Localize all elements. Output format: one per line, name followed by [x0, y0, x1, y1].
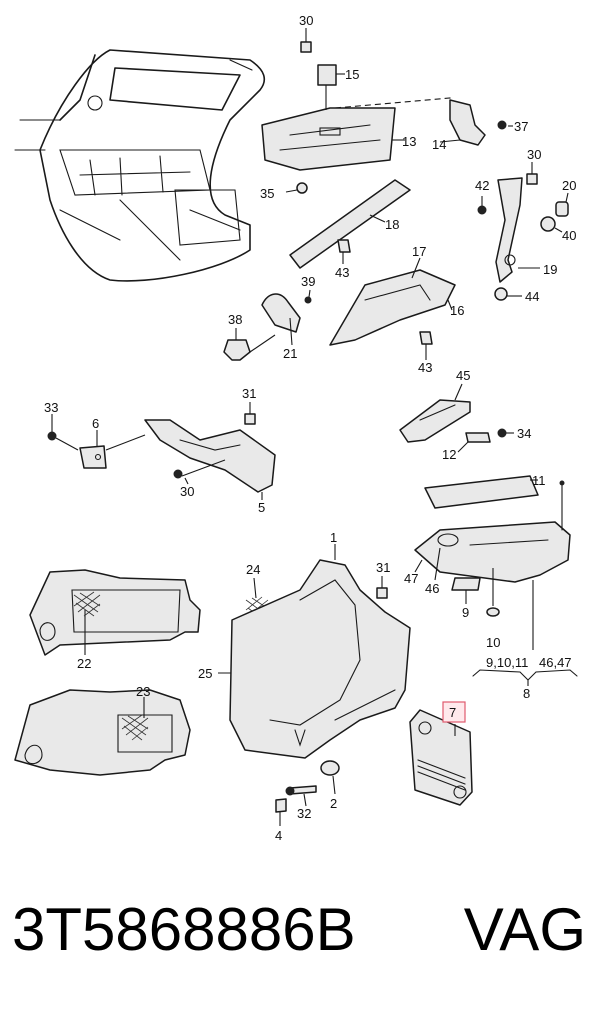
callout-11: 11: [532, 473, 546, 488]
callout-32: 32: [297, 806, 311, 821]
callout-20: 20: [562, 178, 576, 193]
callout-39: 39: [301, 274, 315, 289]
callout-40: 40: [562, 228, 576, 243]
callout-42: 42: [475, 178, 489, 193]
part-35-clip: [285, 182, 308, 194]
callout-13: 13: [402, 134, 416, 149]
part-40-socket: [540, 216, 563, 233]
callout-44: 44: [525, 289, 539, 304]
callout-6: 6: [92, 416, 99, 431]
callout-group-8-right: 46,47: [539, 655, 572, 670]
part-37-screw: [497, 120, 513, 130]
part-5-side-trim: [144, 419, 276, 500]
callout-8: 8: [523, 686, 530, 701]
callout-37: 37: [514, 119, 528, 134]
mesh-23: [121, 714, 149, 741]
part-32-screw: [285, 785, 317, 807]
part-12-clip: [457, 432, 491, 453]
part-18-trim-strip: [289, 179, 411, 269]
part-4-cap: [275, 798, 287, 826]
part-13-lid-trim: [261, 107, 405, 171]
part-11-cargo-cover: [424, 475, 539, 509]
group-8-brace: [472, 669, 578, 681]
callout-21: 21: [283, 346, 297, 361]
part-31-clip-a: [244, 402, 256, 425]
part-21-bracket: [261, 293, 301, 346]
callout-15: 15: [345, 67, 359, 82]
callout-47: 47: [404, 571, 418, 586]
part-10-cap: [486, 568, 500, 617]
brand-label: VAG: [463, 896, 586, 963]
callout-17: 17: [412, 244, 426, 259]
part-31-clip-b: [376, 576, 388, 599]
exploded-parts-diagram: 30 15 37 13 14 30 35 42 20 18 40 17 43 1…: [14, 13, 578, 843]
callout-31-a: 31: [242, 386, 256, 401]
callout-30-mid: 30: [180, 484, 194, 499]
part-2-clip: [320, 760, 340, 795]
part-22-side-panel: [29, 569, 201, 656]
part-34-screw: [497, 428, 514, 438]
part-20-bulb: [555, 192, 569, 217]
part-33-screw: [47, 414, 79, 451]
part-23-side-panel: [14, 689, 191, 776]
callout-group-8-left: 9,10,11: [486, 655, 528, 670]
part-45-bracket: [399, 383, 471, 443]
part-15-clip: [300, 28, 345, 110]
callout-9: 9: [462, 605, 469, 620]
callout-4: 4: [275, 828, 282, 843]
callout-33: 33: [44, 400, 58, 415]
callout-43-b: 43: [418, 360, 432, 375]
callout-43-a: 43: [335, 265, 349, 280]
callout-46: 46: [425, 581, 439, 596]
part-42-screw: [477, 196, 487, 215]
callout-5: 5: [258, 500, 265, 515]
part-7-cover: [409, 709, 473, 806]
callout-19: 19: [543, 262, 557, 277]
callout-labels: 30 15 37 13 14 30 35 42 20 18 40 17 43 1…: [44, 13, 576, 843]
callout-7: 7: [449, 705, 456, 720]
part-30-screw-mid: [173, 459, 226, 485]
callout-12: 12: [442, 447, 456, 462]
part-38-clip: [223, 328, 276, 361]
part-39-clip: [304, 289, 312, 304]
callout-30-right: 30: [527, 147, 541, 162]
callout-16: 16: [450, 303, 464, 318]
part-1-main-trim: [229, 544, 411, 759]
car-rear-body: [14, 49, 266, 282]
part-43-clip-b: [419, 331, 433, 360]
part-9-mesh: [451, 577, 481, 604]
part-6-bracket: [79, 430, 146, 469]
mesh-22: [73, 591, 101, 617]
callout-35: 35: [260, 186, 274, 201]
callout-2: 2: [330, 796, 337, 811]
callout-18: 18: [385, 217, 399, 232]
callout-10: 10: [486, 635, 500, 650]
callout-7-highlight: [442, 701, 466, 723]
part-19-bracket: [495, 177, 540, 283]
callout-34: 34: [517, 426, 531, 441]
callout-25: 25: [198, 666, 212, 681]
part-number: 3T5868886B: [12, 896, 356, 963]
callout-1: 1: [330, 530, 337, 545]
part-44-cap: [494, 287, 522, 301]
callout-24: 24: [246, 562, 260, 577]
callout-45: 45: [456, 368, 470, 383]
callout-30-top: 30: [299, 13, 313, 28]
callout-22: 22: [77, 656, 91, 671]
callout-31-b: 31: [376, 560, 390, 575]
part-14-hinge-cover: [439, 99, 486, 146]
part-43-clip-a: [337, 239, 351, 264]
part-8-floor-assembly: [414, 480, 571, 583]
callout-23: 23: [136, 684, 150, 699]
part-16-parcel-shelf: [329, 257, 456, 346]
callout-14: 14: [432, 137, 446, 152]
callout-38: 38: [228, 312, 242, 327]
part-30-clip-right: [526, 162, 538, 185]
